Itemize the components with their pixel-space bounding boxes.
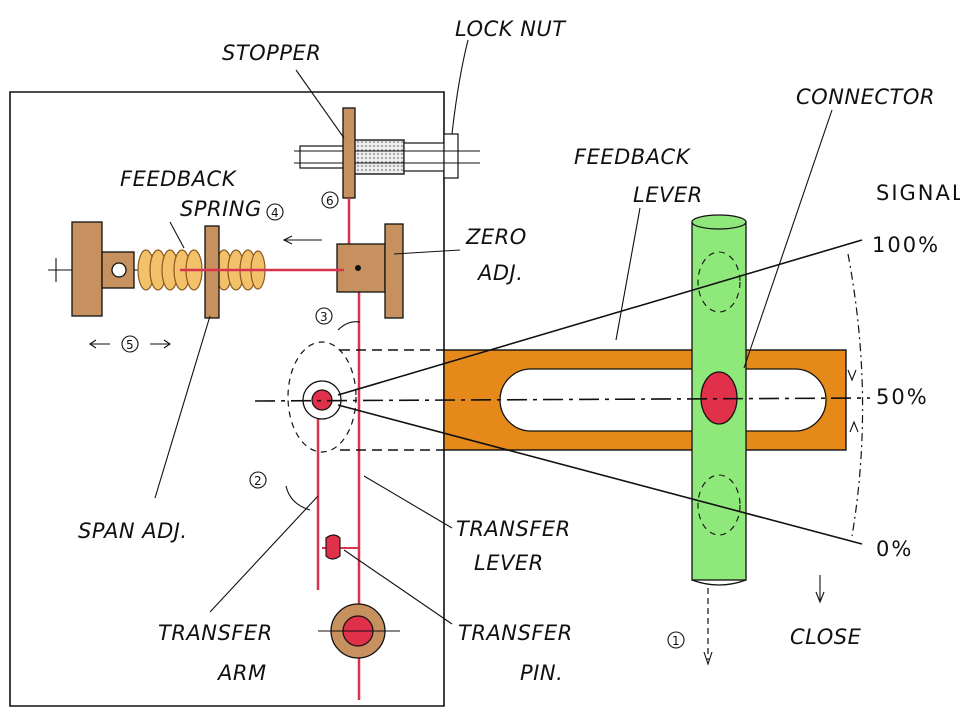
transfer-pin-leader bbox=[343, 549, 453, 625]
connector-leader bbox=[743, 109, 833, 369]
connector-label: CONNECTOR bbox=[796, 85, 935, 109]
span-adj-label: SPAN ADJ. bbox=[78, 519, 188, 543]
span-adjuster bbox=[204, 225, 220, 319]
feedback-lever-leader bbox=[615, 207, 641, 341]
step-marker-2-text: 2 bbox=[254, 474, 262, 488]
step-marker-2: 2 bbox=[249, 471, 267, 489]
step-marker-5-text: 5 bbox=[126, 338, 134, 352]
close-label: CLOSE bbox=[790, 625, 862, 649]
lock-nut-leader bbox=[451, 39, 469, 135]
step-marker-6: 6 bbox=[321, 191, 339, 209]
step-marker-1: 1 bbox=[667, 631, 685, 649]
stem-motion-arrow bbox=[703, 651, 713, 666]
feedback-lever-label-line2: LEVER bbox=[633, 183, 703, 207]
transfer-pin bbox=[325, 534, 341, 560]
positioner-housing bbox=[9, 91, 445, 707]
connector-upper-position bbox=[697, 251, 741, 313]
lock-nut-label: LOCK NUT bbox=[455, 17, 567, 41]
arc-arrow-down bbox=[847, 369, 857, 382]
feedback-spring-leader bbox=[169, 221, 185, 249]
signal-0-label: 0% bbox=[876, 537, 913, 561]
transfer-pin-label-line1: TRANSFER bbox=[458, 621, 573, 645]
transfer-lever-label-line2: LEVER bbox=[474, 551, 544, 575]
stopper-label: STOPPER bbox=[222, 41, 321, 65]
pivot-dashed-orbit bbox=[287, 341, 357, 453]
lever-rotation-arrow bbox=[337, 321, 361, 331]
signal-50-label: 50% bbox=[876, 385, 929, 409]
feedback-spring-label-line1: FEEDBACK bbox=[120, 167, 238, 191]
arm-rotation-arrow bbox=[285, 485, 311, 511]
zero-adj-label-line2: ADJ. bbox=[476, 261, 523, 285]
zero-adj-leader bbox=[393, 249, 461, 255]
transfer-pin-label-line2: PIN. bbox=[520, 661, 563, 685]
signal-label: SIGNAL bbox=[876, 181, 960, 205]
transfer-lever-leader bbox=[363, 475, 453, 529]
step-marker-4: 4 bbox=[266, 203, 284, 221]
step-marker-3: 3 bbox=[315, 307, 333, 325]
valve-stem-top bbox=[691, 214, 747, 230]
transfer-lever-label-line1: TRANSFER bbox=[456, 517, 571, 541]
signal-line-100 bbox=[337, 239, 863, 396]
signal-arc bbox=[847, 253, 864, 537]
signal-line-50 bbox=[254, 397, 871, 402]
stopper bbox=[342, 107, 356, 199]
lock-nut-assembly bbox=[294, 133, 480, 179]
connector-lower-position bbox=[697, 474, 741, 536]
transfer-arm-leader bbox=[209, 495, 319, 613]
signal-line-0 bbox=[337, 404, 863, 545]
close-arrow bbox=[815, 591, 825, 604]
zero-adjuster bbox=[336, 223, 404, 319]
valve-stem-bottom bbox=[691, 579, 747, 586]
span-motion-arrows bbox=[89, 339, 171, 349]
step-marker-4-text: 4 bbox=[271, 206, 279, 220]
feedback-lever-label-line1: FEEDBACK bbox=[574, 145, 692, 169]
stopper-leader bbox=[295, 69, 345, 139]
step-marker-1-text: 1 bbox=[672, 634, 680, 648]
span-adj-leader bbox=[154, 315, 211, 499]
step-marker-6-text: 6 bbox=[326, 194, 334, 208]
zero-adj-label-line1: ZERO bbox=[465, 225, 527, 249]
feedback-spring-label-line2: SPRING bbox=[180, 197, 262, 221]
step-marker-3-text: 3 bbox=[320, 310, 328, 324]
signal-100-label: 100% bbox=[872, 233, 940, 257]
arc-arrow-up bbox=[849, 420, 859, 433]
step-marker-5: 5 bbox=[121, 335, 139, 353]
transfer-arm-label-line1: TRANSFER bbox=[158, 621, 273, 645]
transfer-arm-label-line2: ARM bbox=[216, 661, 267, 685]
